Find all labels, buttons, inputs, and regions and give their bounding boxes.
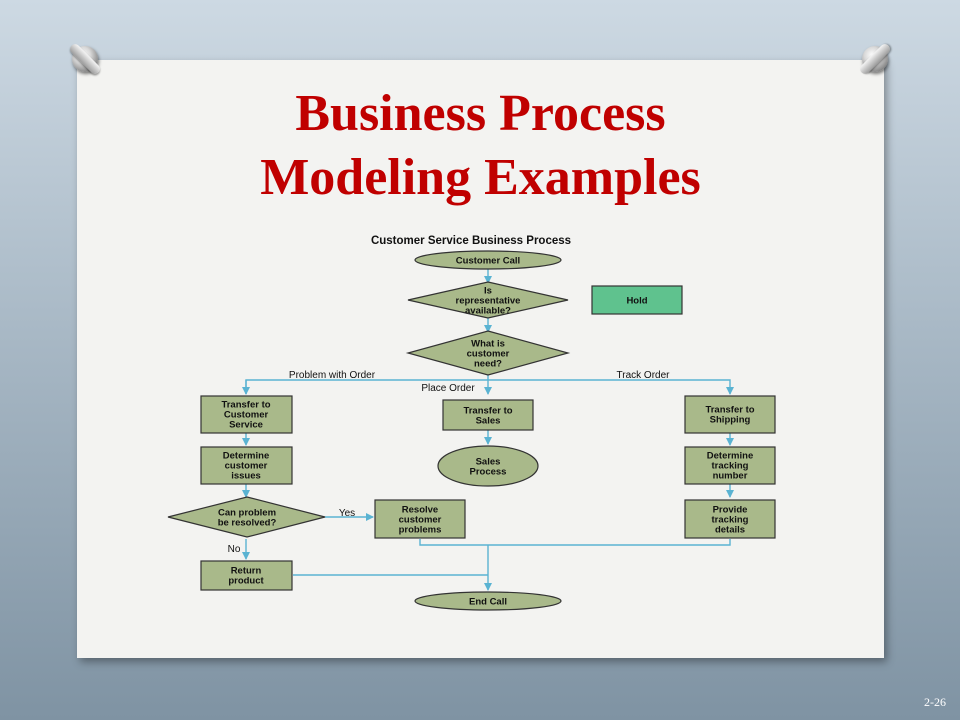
slide-title-line2: Modeling Examples — [260, 149, 701, 206]
node-transfer-customer-service — [200, 395, 293, 434]
node-label-line: Shipping — [710, 415, 751, 426]
node-label-line: tracking — [712, 515, 749, 526]
node-determine-tracking — [684, 446, 776, 485]
node-determine-issues — [200, 446, 293, 485]
node-end-call — [414, 591, 562, 611]
node-label-line: available? — [465, 306, 511, 317]
node-customer-call — [414, 250, 562, 270]
pushpin-right-icon — [862, 46, 888, 72]
node-label-line: What is — [471, 339, 505, 350]
node-customer-need — [405, 330, 571, 376]
label-place-order: Place Order — [421, 383, 475, 394]
node-transfer-sales — [442, 399, 534, 431]
diagram-title: Customer Service Business Process — [371, 235, 571, 247]
node-resolve-problems — [374, 499, 466, 539]
node-label-line: Determine — [223, 451, 269, 462]
node-label-line: customer — [399, 515, 442, 526]
node-label-line: Service — [229, 420, 263, 431]
node-label-line: Customer Call — [456, 256, 520, 267]
node-sales-process — [437, 445, 539, 487]
node-label-line: product — [228, 576, 264, 587]
node-label-line: need? — [474, 359, 502, 370]
node-provide-tracking — [684, 499, 776, 539]
node-label-line: Provide — [713, 505, 748, 516]
node-label-line: End Call — [469, 597, 507, 608]
node-label-line: Sales — [476, 457, 501, 468]
node-label-line: number — [713, 471, 748, 482]
node-label-line: details — [715, 525, 745, 536]
node-rep-available — [407, 281, 569, 319]
node-can-resolve — [167, 496, 326, 538]
node-label-line: problems — [399, 525, 442, 536]
edge-merge-bottom — [419, 539, 731, 546]
label-problem-with-order: Problem with Order — [289, 370, 376, 381]
node-label-line: Hold — [626, 296, 647, 307]
node-label-line: Transfer to — [221, 400, 270, 411]
node-label-line: tracking — [712, 461, 749, 472]
node-end-call-label: End Call — [469, 597, 507, 608]
node-transfer-shipping — [684, 395, 776, 434]
slide-title: Business Process Modeling Examples — [77, 82, 884, 210]
node-label-line: Can problem — [218, 508, 276, 519]
node-label-line: Transfer to — [705, 405, 754, 416]
label-track-order: Track Order — [617, 370, 671, 381]
label-no: No — [228, 544, 241, 555]
pushpin-left-icon — [72, 46, 98, 72]
node-label-line: Sales — [476, 416, 501, 427]
node-label-line: Resolve — [402, 505, 438, 516]
node-label-line: customer — [467, 349, 510, 360]
node-label-line: Customer — [224, 410, 269, 421]
node-label-line: Determine — [707, 451, 753, 462]
node-label-line: Is — [484, 286, 492, 297]
node-label-line: customer — [225, 461, 268, 472]
slide-title-line1: Business Process — [295, 85, 666, 142]
node-return-product — [200, 560, 293, 591]
node-customer-call-label: Customer Call — [456, 256, 520, 267]
node-label-line: be resolved? — [218, 518, 277, 529]
node-label-line: representative — [456, 296, 521, 307]
node-label-line: issues — [231, 471, 261, 482]
page-number: 2-26 — [924, 695, 946, 709]
node-label-line: Return — [231, 566, 262, 577]
label-yes: Yes — [339, 508, 355, 519]
node-hold — [591, 285, 683, 315]
node-label-line: Transfer to — [463, 406, 512, 417]
node-hold-label: Hold — [626, 296, 647, 307]
connectors — [242, 268, 734, 591]
node-label-line: Process — [470, 467, 507, 478]
